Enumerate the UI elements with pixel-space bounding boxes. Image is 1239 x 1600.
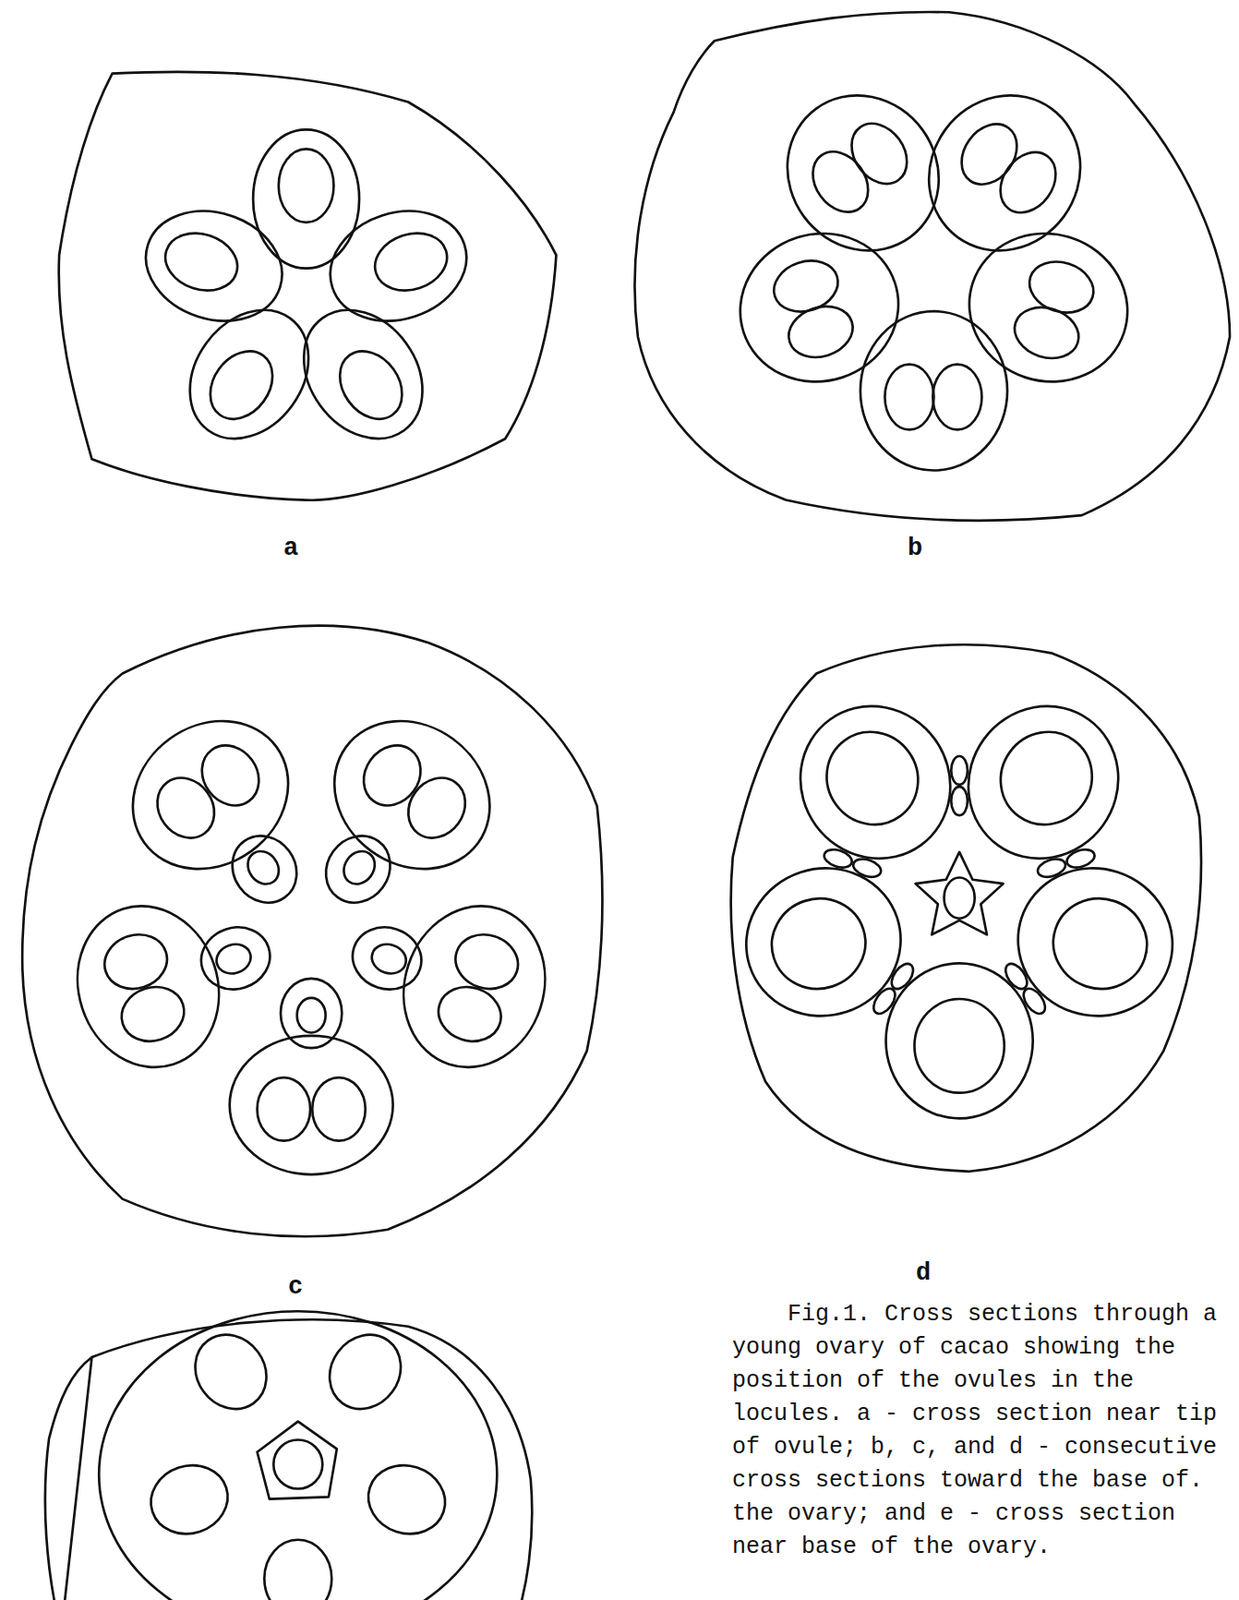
panel-letter: c xyxy=(288,1273,303,1301)
figure-caption: Fig.1. Cross sections through a young ov… xyxy=(732,1298,1236,1564)
panel-letter: d xyxy=(915,1259,931,1288)
panel-letter: a xyxy=(283,534,299,563)
panel-letter: b xyxy=(907,534,923,563)
